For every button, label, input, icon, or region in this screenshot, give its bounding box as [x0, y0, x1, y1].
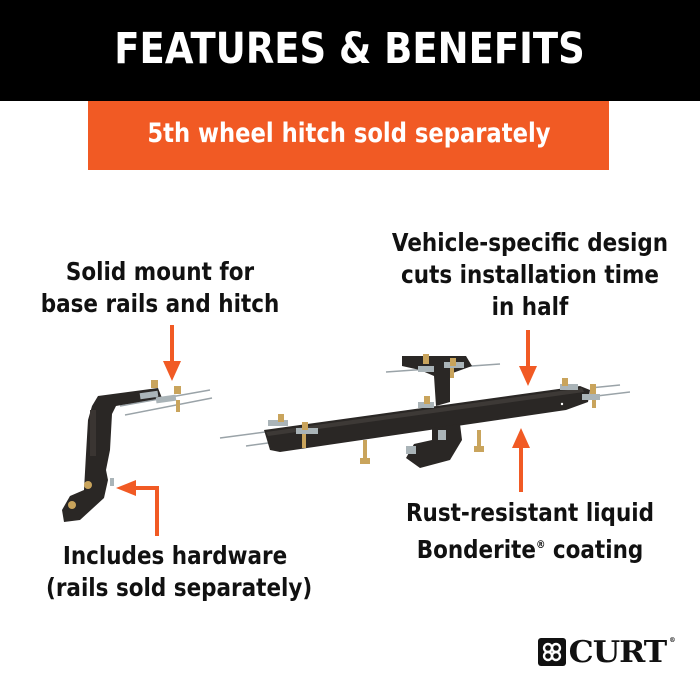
page-title: FEATURES & BENEFITS: [114, 23, 586, 74]
callout-line: (rails sold separately): [46, 573, 313, 602]
brand-registered-mark: ®: [669, 636, 675, 644]
bonderite-text: Bonderite: [416, 535, 536, 564]
callout-line: base rails and hitch: [40, 289, 280, 318]
arrow-up-coating-icon: [512, 428, 530, 492]
notice-banner: 5th wheel hitch sold separately: [88, 101, 609, 170]
header-banner: FEATURES & BENEFITS: [0, 0, 700, 101]
callout-line: in half: [491, 292, 569, 321]
arrow-down-design-icon: [519, 330, 537, 386]
callout-solid-mount: Solid mount for base rails and hitch: [10, 256, 310, 320]
callout-line: Bonderite® coating: [397, 529, 664, 566]
callout-includes-hardware: Includes hardware (rails sold separately…: [25, 540, 325, 604]
arrow-left-hardware-icon: [116, 480, 159, 536]
brand-name: CURT: [568, 634, 667, 670]
base-rail-crossmember-image: [219, 354, 630, 468]
registered-mark: ®: [535, 538, 546, 551]
callout-line: Solid mount for: [65, 257, 255, 286]
callout-rust-resistant: Rust-resistant liquid Bonderite® coating: [375, 497, 685, 566]
coating-text: coating: [545, 535, 644, 564]
notice-text: 5th wheel hitch sold separately: [146, 118, 551, 149]
callout-line: Includes hardware: [62, 541, 288, 570]
arrow-down-mount-icon: [163, 325, 181, 381]
callout-line: Rust-resistant liquid: [405, 498, 655, 527]
mounting-bracket-image: [62, 380, 213, 522]
curt-wordmark: CURT®: [568, 634, 676, 670]
callout-vehicle-specific: Vehicle-specific design cuts installatio…: [360, 227, 700, 323]
curt-logo-icon: [538, 638, 566, 666]
curt-logo: CURT®: [538, 634, 676, 670]
callout-line: Vehicle-specific design: [391, 228, 669, 257]
callout-line: cuts installation time: [401, 260, 659, 289]
